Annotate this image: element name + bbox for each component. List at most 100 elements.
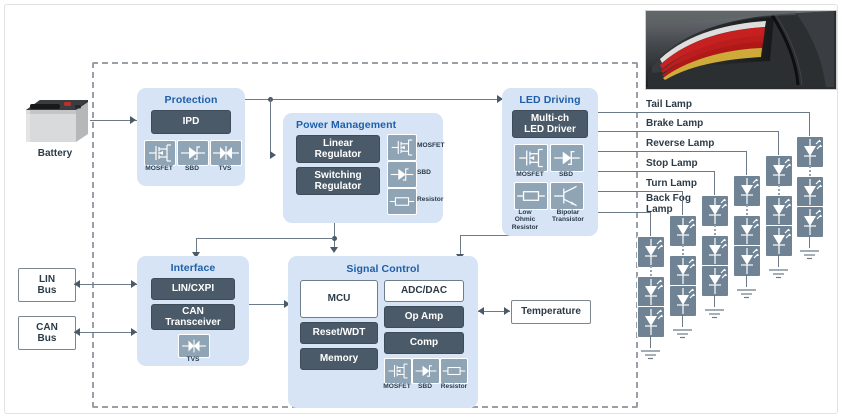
mosfet-icon [387,134,417,161]
ground-icon [704,306,725,324]
block-adc-dac[interactable]: ADC/DAC [384,280,464,302]
group-title-led-driving: LED Driving [519,94,581,106]
led-dash [746,205,748,215]
wire-to-power-mgmt [270,99,271,155]
mosfet-icon [144,140,176,166]
gnd-stem [778,255,779,267]
block-comp[interactable]: Comp [384,332,464,354]
comp-label-tvs: TVS [218,165,232,172]
group-title-interface: Interface [170,262,216,274]
gnd-stem [809,236,810,248]
wire-temperature [478,311,510,312]
outer-frame [4,4,838,414]
block-lin-cxpi[interactable]: LIN/CXPI [151,278,235,300]
block-can-transceiver[interactable]: CAN Transceiver [151,304,235,330]
battery-icon [18,96,90,146]
drop-tail [809,112,810,137]
led-symbol [765,195,793,227]
wire-protection-out [245,99,503,100]
resistor-icon [387,188,417,215]
lamp-label-back-fog: Back Fog Lamp [646,193,691,216]
group-title-protection: Protection [164,94,218,106]
led-symbol [765,155,793,187]
wire-lamp-turn [598,191,682,192]
group-signal-control[interactable]: Signal Control MCU ADC/DAC Op Amp Reset/… [288,256,478,408]
group-title-signal-control: Signal Control [346,263,420,275]
led-dash [714,225,716,235]
battery-label: Battery [37,148,73,159]
arrow-lin-right [131,280,137,288]
led-symbol [701,265,729,297]
drop-backfog [650,212,651,237]
comp-label-bipolar-transistor: Bipolar Transistor [552,209,584,224]
led-dash [809,166,811,176]
block-reset-wdt[interactable]: Reset/WDT [300,322,378,344]
wire-lamp-reverse [598,151,746,152]
block-ipd[interactable]: IPD [151,110,231,134]
comp-label-mosfet: MOSFET [145,165,173,172]
led-symbol [669,255,697,287]
comp-label-sbd: SBD [417,169,431,176]
block-op-amp[interactable]: Op Amp [384,306,464,328]
group-interface[interactable]: Interface LIN/CXPI CAN Transceiver TVS [137,256,249,366]
gnd-stem [650,336,651,348]
can-bus-box[interactable]: CAN Bus [18,316,76,350]
arrow-power-mgmt-in [270,151,276,159]
block-multi-ch-led-driver[interactable]: Multi-ch LED Driver [512,110,588,138]
gnd-stem [746,275,747,287]
arrow-interface-in-top [192,252,200,258]
lamp-label-reverse: Reverse Lamp [646,138,715,149]
temperature-box[interactable]: Temperature [511,300,591,324]
led-symbol [733,245,761,277]
drop-turn [682,191,683,216]
comp-label-mosfet: MOSFET [516,171,544,178]
block-switching-regulator[interactable]: Switching Regulator [296,167,380,195]
comp-label-tvs: TVS [186,356,200,363]
wire-lamp-stop [598,171,714,172]
group-led-driving[interactable]: LED Driving Multi-ch LED Driver MOSFET S… [502,88,598,236]
drop-brake [778,131,779,156]
led-symbol [796,136,824,168]
lamp-label-brake: Brake Lamp [646,118,704,129]
wire-led-to-signal [460,235,461,257]
led-symbol [701,235,729,267]
arrow-temp-left [478,307,484,315]
comp-label-resistor: Resistor [417,196,444,203]
wire-led-down [460,235,520,236]
lamp-label-tail: Tail Lamp [646,99,692,110]
block-linear-regulator[interactable]: Linear Regulator [296,135,380,163]
tvs-icon [178,334,210,358]
drop-stop [714,171,715,196]
ground-icon [672,326,693,344]
gnd-stem [682,315,683,327]
arrow-signal-in-left [330,247,338,253]
wire-lamp-tail [598,112,809,113]
comp-label-sbd: SBD [185,165,199,172]
led-symbol [733,175,761,207]
block-mcu[interactable]: MCU [300,280,378,318]
wire-lin-bus [74,284,137,285]
led-dash [650,266,652,276]
led-symbol [701,195,729,227]
comp-label-resistor: Resistor [440,383,468,390]
drop-reverse [746,151,747,176]
group-power-management[interactable]: Power Management Linear Regulator Switch… [283,113,444,223]
arrow-led-driving-in [497,95,503,103]
ground-icon [640,347,661,365]
comp-label-sbd: SBD [559,171,573,178]
block-memory[interactable]: Memory [300,348,378,370]
comp-label-low-ohmic-resistor: Low Ohmic Resistor [511,209,539,231]
led-symbol [765,225,793,257]
led-symbol [637,236,665,268]
wire-lamp-backfog [598,212,650,213]
led-symbol [669,215,697,247]
comp-label-mosfet: MOSFET [383,383,411,390]
wire-lamp-brake [598,131,778,132]
group-protection[interactable]: Protection IPD [137,88,245,186]
lamp-label-stop: Stop Lamp [646,158,698,169]
ground-icon [768,266,789,284]
mosfet-icon [384,358,412,384]
sbd-icon [550,144,584,172]
lin-bus-box[interactable]: LIN Bus [18,268,76,302]
